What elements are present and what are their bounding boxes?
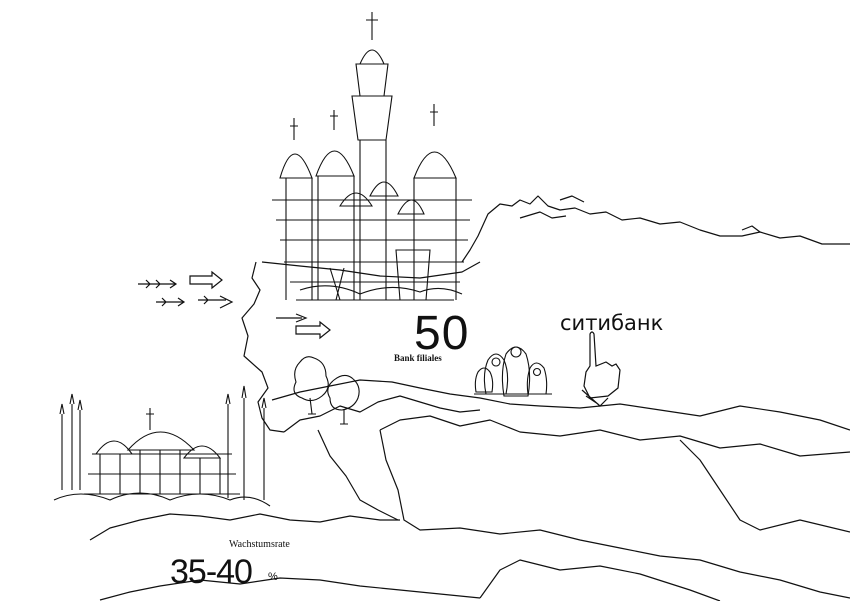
caspian — [317, 429, 399, 521]
arrow-icon — [138, 270, 331, 340]
hagia-sophia-mosque-icon — [53, 385, 271, 507]
china-border — [679, 439, 850, 533]
central-asia — [379, 429, 850, 599]
growth-unit: % — [268, 571, 278, 583]
western-border — [241, 261, 285, 433]
bank-count: 50 — [414, 307, 470, 360]
growth-value: 35-40 — [170, 553, 253, 591]
growth-label: Wachstumsrate — [229, 539, 290, 550]
russia-north-coast — [461, 195, 850, 263]
matryoshka-dolls-icon — [474, 346, 552, 397]
kazakhstan-border — [379, 415, 850, 457]
turkey-south — [99, 577, 481, 601]
russia-islands — [519, 195, 761, 233]
bank-name: ситибанк — [560, 311, 664, 335]
turkey-coast — [89, 513, 400, 541]
tree-icon — [293, 356, 360, 425]
eastern-europe-border — [261, 261, 481, 279]
bank-label: Bank filiales — [394, 353, 442, 363]
iran-border — [479, 559, 721, 601]
black-sea-coast — [283, 395, 481, 433]
pointing-hand-icon — [581, 331, 621, 407]
st-basil-cathedral-icon — [272, 12, 472, 301]
